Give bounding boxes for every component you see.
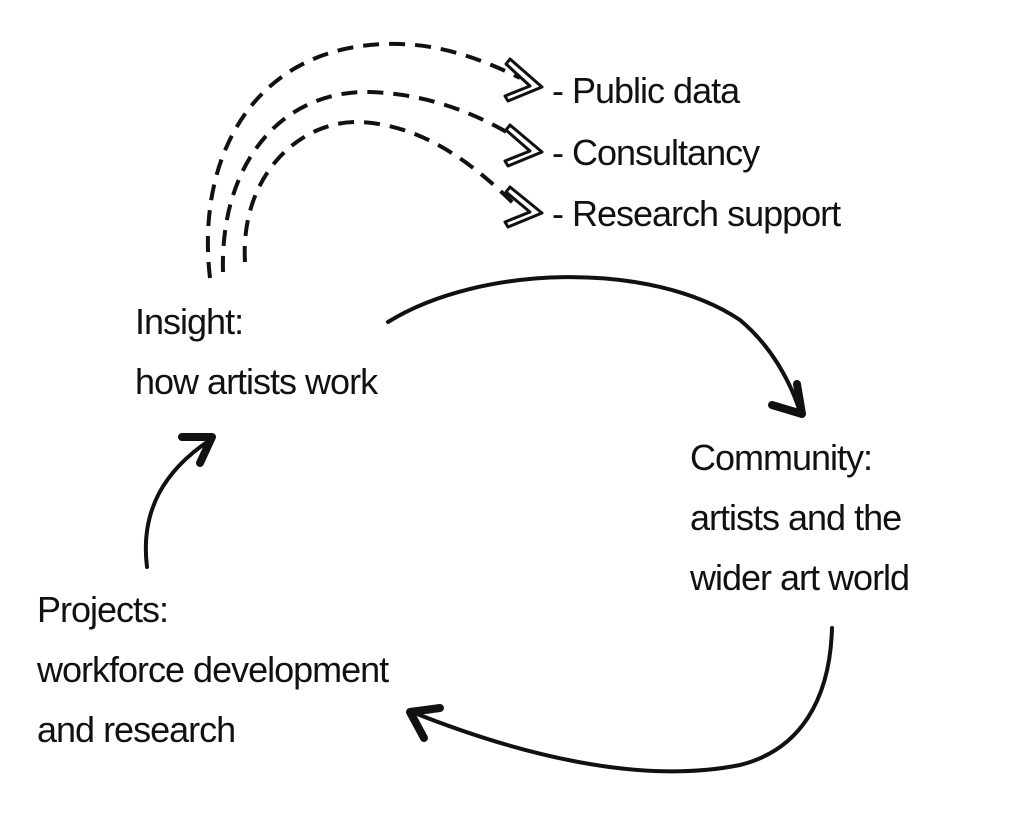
arrow-insight-to-community <box>386 275 802 414</box>
dashed-arrow-public-data <box>205 41 521 279</box>
dashed-output-arrows <box>205 41 522 279</box>
node-projects-subtitle-line-2: and research <box>37 709 236 750</box>
dashed-arrow-consultancy <box>220 89 522 273</box>
node-community-subtitle-line-2: wider art world <box>690 557 910 598</box>
output-research-support: - Research support <box>552 193 841 234</box>
node-projects: Projects: workforce development and rese… <box>37 580 389 760</box>
node-community: Community: artists and the wider art wor… <box>690 428 910 608</box>
arrowhead-down-icon <box>768 380 806 418</box>
chevron-icon <box>503 57 544 103</box>
dashed-arrow-research-support <box>242 119 517 263</box>
arrowhead-left-icon <box>406 704 444 742</box>
chevron-icon <box>503 185 544 229</box>
arrow-community-to-projects <box>410 626 834 774</box>
node-insight: Insight: how artists work <box>135 292 378 412</box>
solid-arrowheads <box>178 380 806 742</box>
node-community-subtitle-line-1: artists and the <box>690 497 902 538</box>
arrowhead-up-icon <box>178 433 216 467</box>
arrow-projects-to-insight <box>143 438 212 569</box>
hollow-chevrons <box>503 57 544 229</box>
output-public-data: - Public data <box>552 70 740 111</box>
node-insight-title: Insight: <box>135 301 244 342</box>
solid-cycle-arrows <box>143 275 834 774</box>
output-consultancy: - Consultancy <box>552 132 760 173</box>
node-projects-title: Projects: <box>37 589 169 630</box>
chevron-icon <box>503 123 544 168</box>
node-projects-subtitle-line-1: workforce development <box>37 649 389 690</box>
node-community-title: Community: <box>690 437 873 478</box>
node-insight-subtitle: how artists work <box>135 361 378 402</box>
